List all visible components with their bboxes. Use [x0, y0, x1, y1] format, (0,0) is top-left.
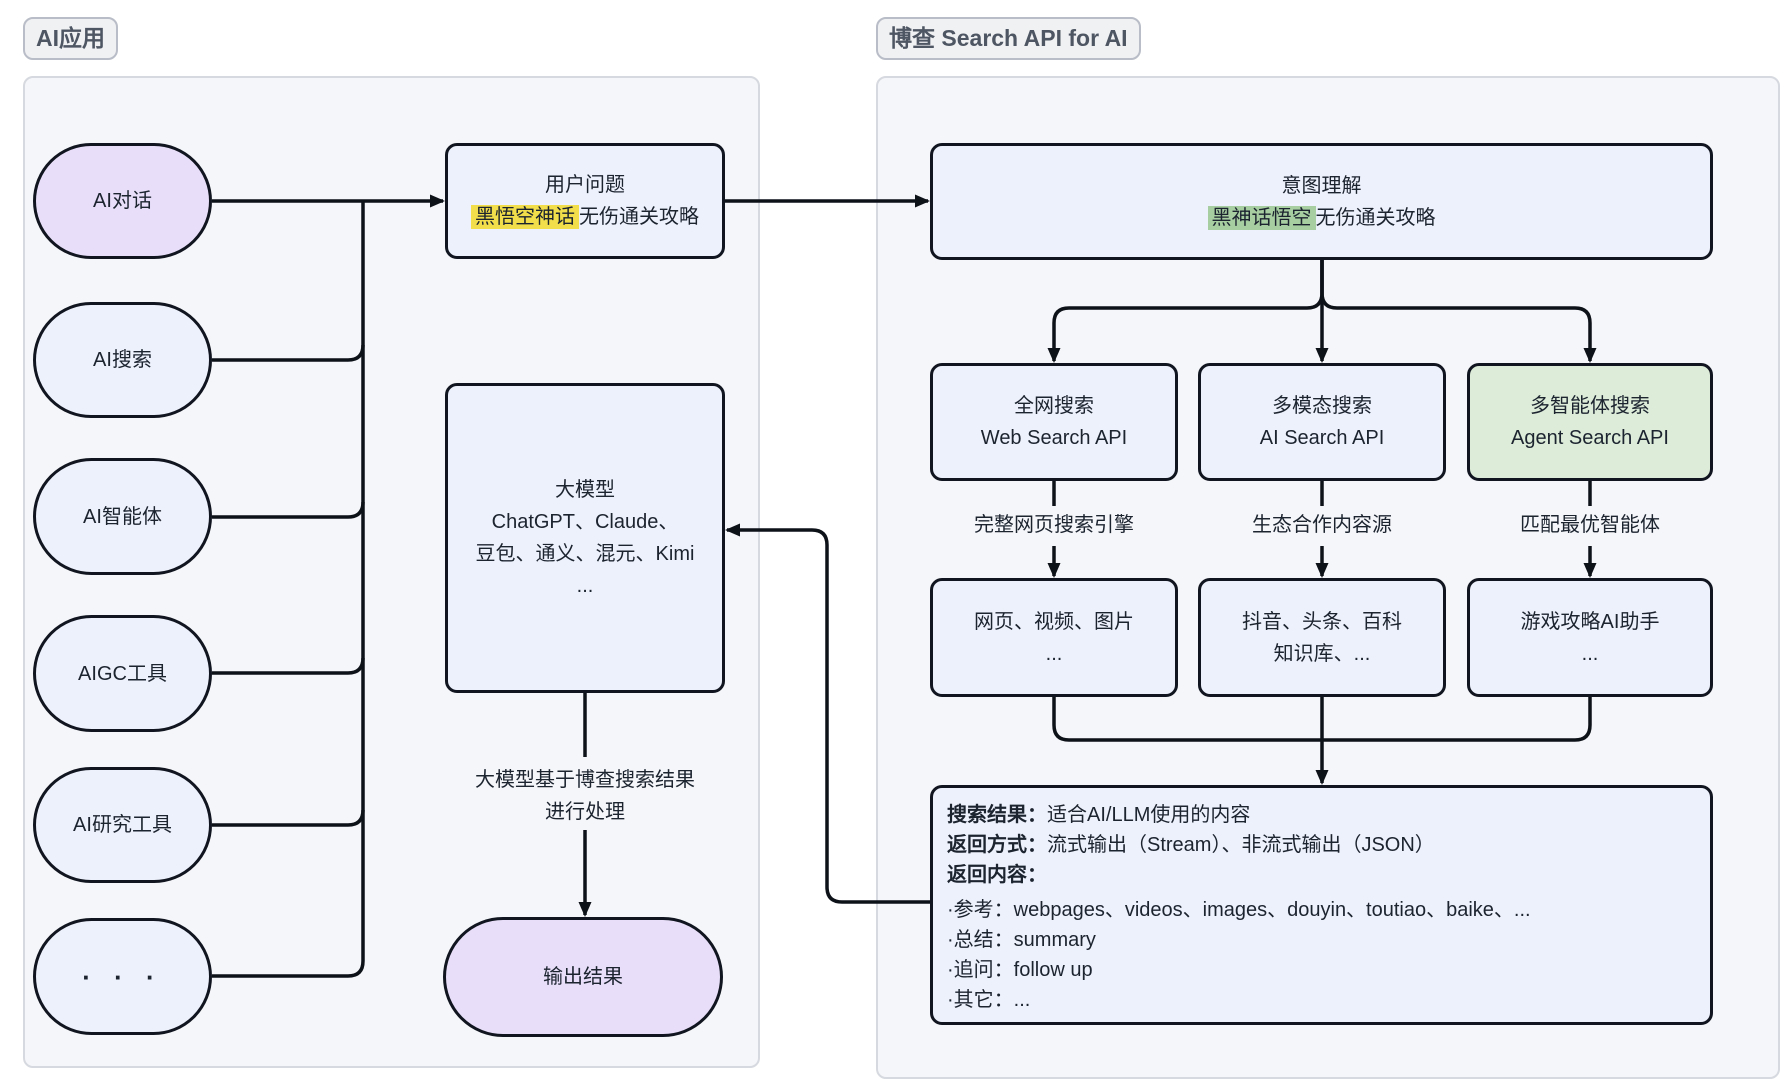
user-question-rest: 无伤通关攻略: [579, 206, 699, 228]
pill-ai-search-label: AI搜索: [93, 349, 152, 371]
result-line-search: 搜索结果：适合AI/LLM使用的内容: [947, 804, 1251, 826]
left-group-label: AI应用: [23, 17, 118, 60]
webpages-videos-line1: 网页、视频、图片: [974, 610, 1134, 633]
game-guide-agent-box: 游戏攻略AI助手 ...: [1467, 578, 1713, 697]
result-line-return-content: 返回内容：: [947, 864, 1047, 886]
web-search-api-name: 全网搜索: [1014, 395, 1094, 417]
result-line-summary: ·总结：summary: [947, 929, 1096, 951]
pill-ai-agent-label: AI智能体: [83, 505, 162, 528]
result-line-followup: ·追问：follow up: [947, 959, 1093, 981]
intent-text: 黑神话悟空无伤通关攻略: [1207, 202, 1436, 234]
llm-box: 大模型 ChatGPT、Claude、 豆包、通义、混元、Kimi ...: [445, 383, 725, 693]
output-result-pill: 输出结果: [443, 917, 723, 1037]
ai-search-api-name: 多模态搜索: [1272, 395, 1372, 417]
yellow-highlight: 黑悟空神话: [471, 205, 579, 229]
douyin-toutiao-line2: 知识库、...: [1273, 642, 1371, 665]
web-search-api-en: Web Search API: [980, 427, 1128, 449]
llm-process-edge-label-line2: 进行处理: [545, 801, 625, 823]
pill-ai-agent: AI智能体: [33, 458, 212, 575]
webpages-videos-line2: ...: [1045, 642, 1063, 665]
pill-ai-research-tools-label: AI研究工具: [73, 814, 172, 836]
result-line-reference: ·参考：webpages、videos、images、douyin、toutia…: [947, 899, 1531, 921]
web-search-api-box: 全网搜索 Web Search API: [930, 363, 1178, 481]
user-question-title: 用户问题: [545, 174, 625, 196]
user-question-text: 黑悟空神话无伤通关攻略: [471, 201, 699, 233]
llm-box-models-2: 豆包、通义、混元、Kimi: [475, 543, 695, 565]
llm-box-ellipsis: ...: [576, 575, 594, 597]
intent-rest: 无伤通关攻略: [1315, 206, 1436, 229]
game-guide-line2: ...: [1581, 642, 1599, 665]
pill-more-apps: · · ·: [33, 918, 212, 1035]
llm-box-title: 大模型: [555, 479, 615, 501]
pill-ai-chat: AI对话: [33, 143, 212, 259]
agent-search-edge-label: 匹配最优智能体: [1520, 514, 1660, 536]
right-group-label: 博查 Search API for AI: [876, 17, 1141, 60]
search-result-box: 搜索结果：适合AI/LLM使用的内容 返回方式：流式输出（Stream）、非流式…: [930, 785, 1713, 1025]
game-guide-line1: 游戏攻略AI助手: [1520, 610, 1660, 633]
ai-search-api-box: 多模态搜索 AI Search API: [1198, 363, 1446, 481]
intent-title: 意图理解: [1281, 174, 1362, 197]
webpages-videos-box: 网页、视频、图片 ...: [930, 578, 1178, 697]
pill-aigc-tools-label: AIGC工具: [78, 662, 167, 685]
agent-search-api-box: 多智能体搜索 Agent Search API: [1467, 363, 1713, 481]
agent-search-api-en: Agent Search API: [1511, 427, 1669, 449]
pill-ai-chat-label: AI对话: [93, 190, 152, 212]
pill-ai-search: AI搜索: [33, 302, 212, 418]
llm-box-models-1: ChatGPT、Claude、: [491, 511, 679, 533]
pill-more-apps-label: · · ·: [82, 961, 163, 992]
intent-understanding-box: 意图理解 黑神话悟空无伤通关攻略: [930, 143, 1713, 260]
output-result-label: 输出结果: [543, 966, 623, 988]
douyin-toutiao-box: 抖音、头条、百科 知识库、...: [1198, 578, 1446, 697]
web-search-edge-label: 完整网页搜索引擎: [974, 514, 1134, 536]
green-highlight: 黑神话悟空: [1207, 205, 1316, 230]
agent-search-api-name: 多智能体搜索: [1530, 395, 1650, 417]
llm-process-edge-label: 大模型基于博查搜索结果 进行处理: [385, 764, 785, 828]
llm-process-edge-label-line1: 大模型基于博查搜索结果: [475, 769, 695, 791]
result-line-return-mode: 返回方式：流式输出（Stream）、非流式输出（JSON）: [947, 834, 1435, 856]
pill-ai-research-tools: AI研究工具: [33, 767, 212, 883]
ai-search-api-en: AI Search API: [1259, 427, 1385, 449]
douyin-toutiao-line1: 抖音、头条、百科: [1242, 610, 1402, 633]
result-line-other: ·其它：...: [947, 989, 1031, 1011]
user-question-box: 用户问题 黑悟空神话无伤通关攻略: [445, 143, 725, 259]
ai-search-edge-label: 生态合作内容源: [1252, 514, 1392, 536]
pill-aigc-tools: AIGC工具: [33, 615, 212, 732]
